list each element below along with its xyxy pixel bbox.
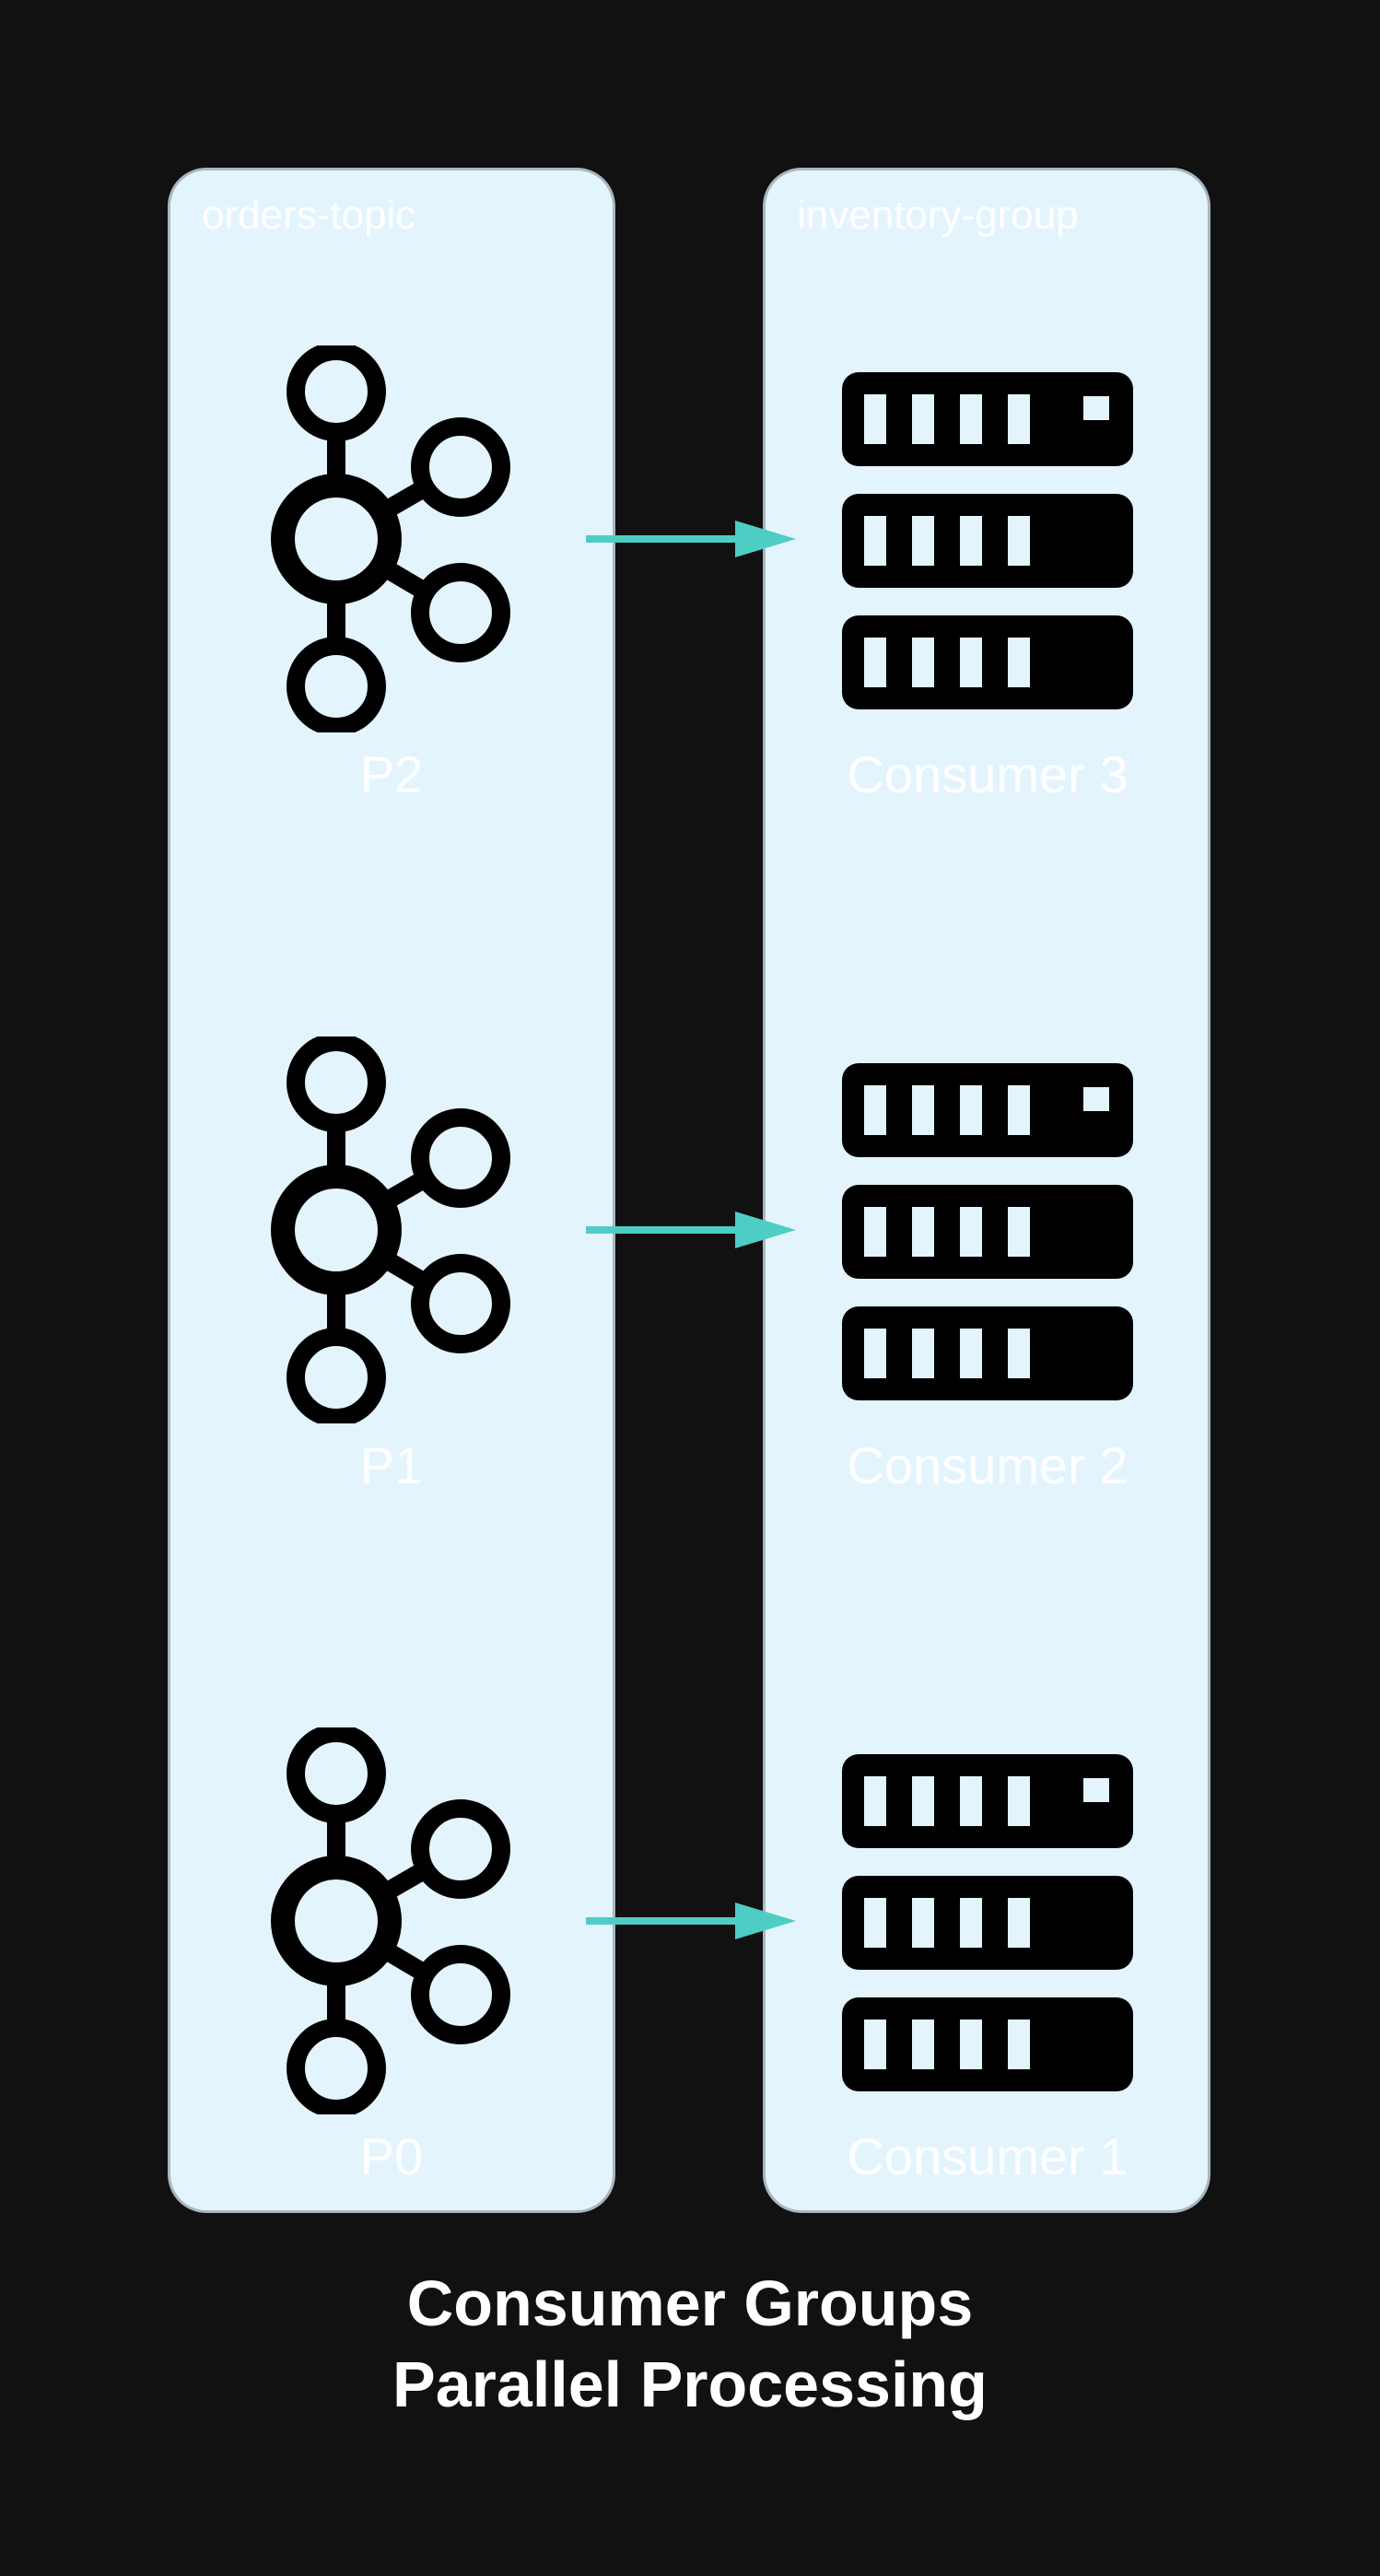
- partition-label: P0: [359, 2127, 424, 2185]
- server-rack-icon: [842, 1754, 1133, 2091]
- edge-arrow-p0-consumer1: [586, 1903, 796, 1939]
- edge-arrow-p1-consumer2: [586, 1212, 796, 1248]
- partition-node-p1: [226, 1036, 557, 1423]
- partition-label: P1: [359, 1436, 424, 1494]
- cluster-label-orders-topic: orders-topic: [202, 193, 416, 238]
- partition-label: P2: [359, 745, 424, 803]
- consumer-label: Consumer 2: [847, 1436, 1129, 1494]
- cluster-label-inventory-group: inventory-group: [797, 193, 1079, 238]
- partition-node-p2: [226, 345, 557, 732]
- kafka-icon: [271, 345, 510, 732]
- consumer-label: Consumer 3: [847, 745, 1129, 803]
- edge-arrow-p2-consumer3: [586, 521, 796, 557]
- consumer-node-1: [840, 1752, 1172, 2093]
- consumer-label: Consumer 1: [847, 2127, 1129, 2185]
- consumer-node-3: [840, 370, 1172, 711]
- consumer-node-2: [840, 1061, 1172, 1402]
- diagram-title: Consumer Groups Parallel Processing: [0, 2263, 1380, 2425]
- diagram-title-line2: Parallel Processing: [392, 2348, 988, 2420]
- server-rack-icon: [842, 1063, 1133, 1400]
- diagram-title-line1: Consumer Groups: [406, 2267, 974, 2339]
- partition-node-p0: [226, 1727, 557, 2114]
- kafka-icon: [271, 1727, 510, 2114]
- server-rack-icon: [842, 372, 1133, 709]
- kafka-icon: [271, 1036, 510, 1423]
